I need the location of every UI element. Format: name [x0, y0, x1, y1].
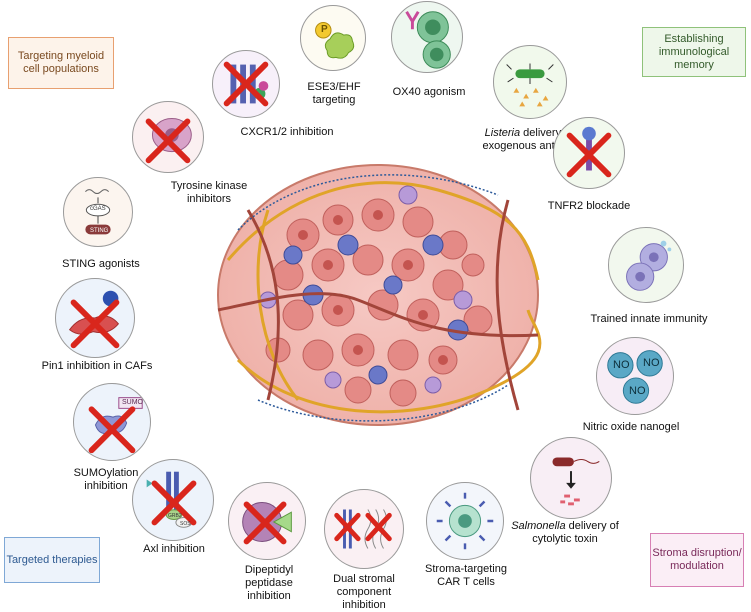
label-tnfr2-blockade: TNFR2 blockade: [547, 200, 631, 212]
node-axl-inhibition: GRB2 SOS: [132, 459, 214, 541]
label-sting-agonists: STING agonists: [62, 258, 140, 270]
label-tyrosine-kinase-inhibitors: Tyrosine kinase inhibitors: [170, 180, 248, 205]
label-cxcr12-inhibition: CXCR1/2 inhibition: [240, 126, 334, 138]
node-ese3-ehf-targeting: P: [300, 5, 366, 71]
no-text-1: NO: [613, 359, 630, 371]
category-label-targeted: Targeted therapies: [6, 553, 98, 566]
grb2-text: GRB2: [168, 513, 182, 519]
category-label-memory: Establishing immunological memory: [658, 32, 730, 71]
node-stroma-car-t-cells: [426, 482, 504, 560]
sumo-text: SUMO: [122, 399, 143, 406]
sting-icon-text: STING: [90, 228, 109, 234]
node-tnfr2-blockade: [553, 117, 625, 189]
label-axl-inhibition: Axl inhibition: [143, 543, 205, 555]
node-dipeptidyl-peptidase-inhibition: [228, 482, 306, 560]
node-tyrosine-kinase-inhibitors: [132, 101, 204, 173]
sos-text: SOS: [180, 521, 191, 527]
node-sting-agonists: cGAS STING: [63, 177, 133, 247]
tumor-microenvironment-illustration: [217, 164, 542, 426]
cgas-text: cGAS: [90, 206, 106, 212]
label-sumoylation-inhibition: SUMOylation inhibition: [73, 467, 139, 492]
category-box-stroma: Stroma disruption/ modulation: [650, 533, 744, 587]
label-pin1-inhibition-cafs: Pin1 inhibition in CAFs: [41, 360, 153, 372]
no-text-2: NO: [643, 357, 660, 369]
node-salmonella-delivery: [530, 437, 612, 519]
node-trained-innate-immunity: [608, 227, 684, 303]
label-nitric-oxide-nanogel: Nitric oxide nanogel: [582, 421, 680, 433]
node-nitric-oxide-nanogel: NO NO NO: [596, 337, 674, 415]
label-dipeptidyl-peptidase-inhibition: Dipeptidyl peptidase inhibition: [244, 564, 294, 602]
node-listeria-delivery: [493, 45, 567, 119]
no-text-3: NO: [629, 385, 646, 397]
node-sumoylation-inhibition: SUMO: [73, 383, 151, 461]
label-dual-stromal-inhibition: Dual stromal component inhibition: [333, 573, 395, 611]
phospho-p-text: P: [321, 24, 328, 35]
node-ox40-agonism: [391, 1, 463, 73]
category-box-memory: Establishing immunological memory: [642, 27, 746, 77]
label-ox40-agonism: OX40 agonism: [392, 86, 466, 98]
label-trained-innate-immunity: Trained innate immunity: [590, 313, 708, 325]
node-pin1-inhibition-cafs: [55, 278, 135, 358]
category-box-myeloid: Targeting myeloid cell populations: [8, 37, 114, 89]
node-dual-stromal-inhibition: [324, 489, 404, 569]
category-box-targeted: Targeted therapies: [4, 537, 100, 583]
node-cxcr12-inhibition: [212, 50, 280, 118]
label-stroma-car-t-cells: Stroma-targeting CAR T cells: [425, 563, 507, 588]
label-ese3-ehf-targeting: ESE3/EHF targeting: [307, 81, 361, 106]
category-label-myeloid: Targeting myeloid cell populations: [17, 50, 105, 75]
category-label-stroma: Stroma disruption/ modulation: [652, 547, 742, 572]
